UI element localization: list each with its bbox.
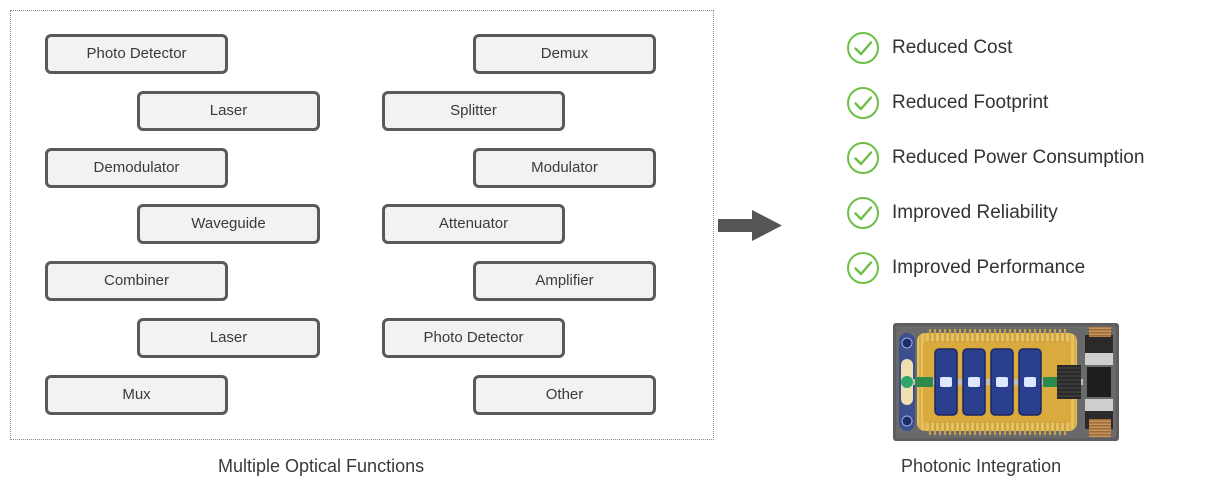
benefit-item: Reduced Cost <box>846 31 1012 65</box>
function-label: Photo Detector <box>86 45 187 62</box>
function-label: Splitter <box>450 102 497 119</box>
benefit-item: Reduced Power Consumption <box>846 141 1144 175</box>
benefit-label: Reduced Footprint <box>892 92 1049 113</box>
check-circle-icon <box>847 142 879 174</box>
optical-functions-frame <box>10 10 714 440</box>
function-box-amplifier: Amplifier <box>473 261 656 301</box>
function-label: Amplifier <box>535 272 594 289</box>
photonic-chip-icon <box>893 323 1119 441</box>
benefit-label: Reduced Cost <box>892 37 1013 58</box>
function-box-photo-detector-2: Photo Detector <box>382 318 565 358</box>
function-label: Other <box>545 386 584 403</box>
check-circle-icon <box>847 252 879 284</box>
benefit-label: Improved Reliability <box>892 202 1058 223</box>
function-box-attenuator: Attenuator <box>382 204 565 244</box>
function-label: Mux <box>122 386 151 403</box>
arrow-right-icon <box>718 210 782 241</box>
function-box-photo-detector: Photo Detector <box>45 34 228 74</box>
benefit-label: Improved Performance <box>892 257 1086 278</box>
benefit-label: Reduced Power Consumption <box>892 147 1145 168</box>
function-box-modulator: Modulator <box>473 148 656 188</box>
function-box-demux: Demux <box>473 34 656 74</box>
function-box-other: Other <box>473 375 656 415</box>
benefit-item: Improved Performance <box>846 251 1085 285</box>
photonic-integration-caption: Photonic Integration <box>901 456 1062 476</box>
function-label: Combiner <box>103 272 170 289</box>
check-circle-icon <box>847 197 879 229</box>
function-box-splitter: Splitter <box>382 91 565 131</box>
function-box-demodulator: Demodulator <box>45 148 228 188</box>
function-box-mux: Mux <box>45 375 228 415</box>
function-label: Laser <box>209 102 248 119</box>
function-label: Modulator <box>531 159 598 176</box>
function-label: Demodulator <box>93 159 180 176</box>
check-circle-icon <box>847 32 879 64</box>
function-label: Demux <box>540 45 589 62</box>
function-box-waveguide: Waveguide <box>137 204 320 244</box>
benefit-item: Improved Reliability <box>846 196 1058 230</box>
function-label: Attenuator <box>438 215 509 232</box>
optical-functions-caption: Multiple Optical Functions <box>218 456 425 476</box>
check-circle-icon <box>847 87 879 119</box>
function-box-laser-2: Laser <box>137 318 320 358</box>
function-box-combiner: Combiner <box>45 261 228 301</box>
function-label: Photo Detector <box>423 329 524 346</box>
function-label: Waveguide <box>191 215 266 232</box>
function-box-laser: Laser <box>137 91 320 131</box>
benefit-item: Reduced Footprint <box>846 86 1048 120</box>
function-label: Laser <box>209 329 248 346</box>
